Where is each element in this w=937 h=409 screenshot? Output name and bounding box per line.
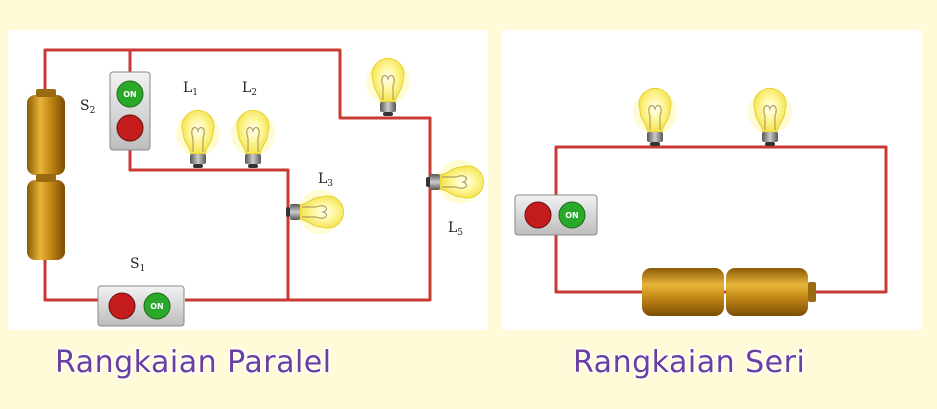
label-l3: L3 [318,171,333,189]
switch-series: ON [514,194,598,236]
wire-series-loop [554,145,888,294]
label-l2: L2 [242,80,257,98]
switch-off-indicator [116,114,144,142]
switch-s1: ON [97,285,185,327]
switch-s2-on-text: ON [123,90,137,99]
parallel-panel [8,30,488,330]
wire-s2-branch [45,48,132,75]
switch-on-indicator [143,292,171,320]
wire-left-bottom [43,255,100,302]
switch-on-indicator [558,201,586,229]
switch-s1-on-text: ON [150,302,164,311]
series-circuit [554,145,888,294]
switch-off-indicator [108,292,136,320]
battery-icon [27,89,65,260]
wire-lamp12-branch [128,145,290,300]
label-s1: S1 [130,256,145,274]
label-l5: L5 [448,220,463,238]
switch-on-indicator [116,80,144,108]
parallel-circuit [43,48,432,302]
battery-icon [642,268,816,316]
caption-series: Rangkaian Seri [573,345,806,380]
switch-s2: ON [109,71,151,151]
label-s2: S2 [80,98,95,116]
label-l1: L1 [183,80,198,98]
caption-parallel: Rangkaian Paralel [55,345,332,380]
switch-off-indicator [524,201,552,229]
switch-series-on-text: ON [565,211,579,220]
